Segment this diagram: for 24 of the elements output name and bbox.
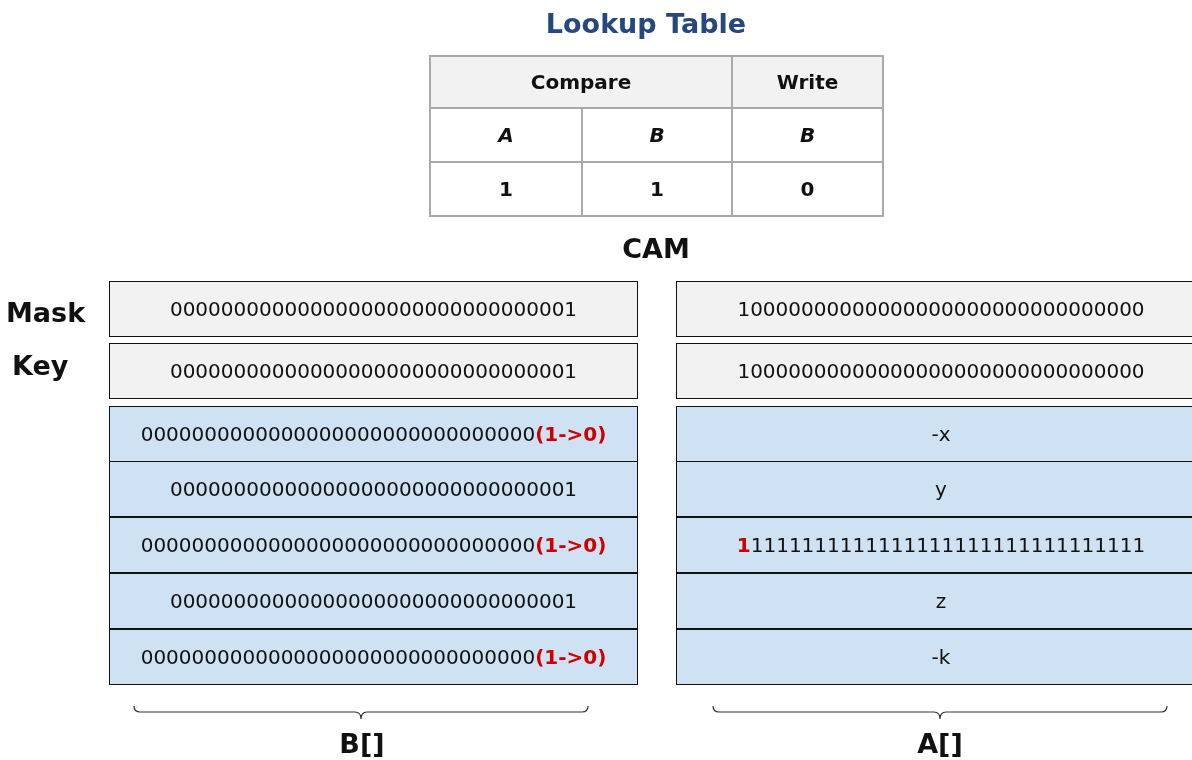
row-label: Key <box>12 349 70 383</box>
memory-row: z <box>676 573 1192 629</box>
section-title: CAM <box>621 232 691 266</box>
memory-row: y <box>676 461 1192 517</box>
memory-row: 00000000000000000000000000000001 <box>109 343 638 399</box>
table-cell: 0 <box>731 161 884 217</box>
memory-row: -x <box>676 406 1192 462</box>
memory-row: 00000000000000000000000000000001 <box>109 281 638 337</box>
array-label: A[] <box>916 727 964 760</box>
array-label: B[] <box>338 727 386 760</box>
memory-row: -k <box>676 629 1192 685</box>
memory-row: 0000000000000000000000000000000(1->0) <box>109 406 638 462</box>
memory-row: 00000000000000000000000000000001 <box>109 573 638 629</box>
memory-row: 00000000000000000000000000000001 <box>109 461 638 517</box>
memory-row: 10000000000000000000000000000000 <box>676 281 1192 337</box>
table-cell: 1 <box>429 161 583 217</box>
memory-row: 0000000000000000000000000000000(1->0) <box>109 629 638 685</box>
memory-row: 0000000000000000000000000000000(1->0) <box>109 517 638 573</box>
memory-row: 10000000000000000000000000000000 <box>676 343 1192 399</box>
header-cell: Compare <box>429 55 733 109</box>
header-cell: Write <box>731 55 884 109</box>
table-title: Lookup Table <box>544 8 748 39</box>
memory-row: 11111111111111111111111111111111 <box>676 517 1192 573</box>
row-label: Mask <box>6 296 87 330</box>
